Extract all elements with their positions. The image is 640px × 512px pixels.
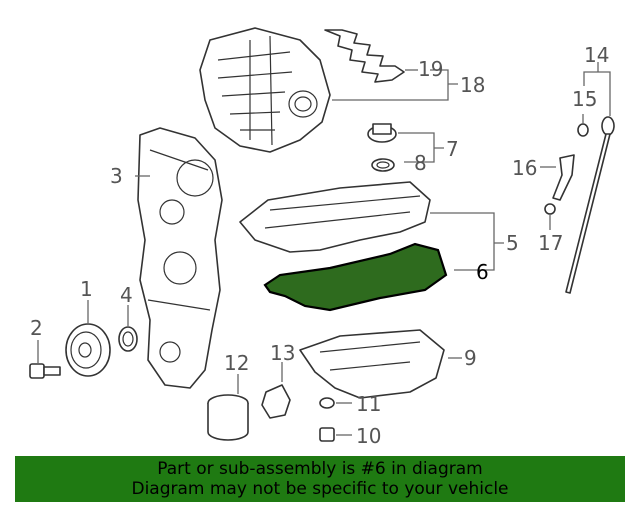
crankshaft-pulley[interactable]	[65, 323, 111, 377]
manifold-gasket[interactable]	[324, 29, 405, 83]
drain-plug-washer[interactable]	[319, 397, 335, 409]
label-2: 2	[30, 316, 43, 340]
valve-cover-gasket[interactable]	[263, 242, 448, 312]
timing-cover[interactable]	[137, 127, 223, 389]
label-17: 17	[538, 231, 563, 255]
label-8: 8	[414, 151, 427, 175]
label-13: 13	[270, 341, 295, 365]
label-19: 19	[418, 57, 443, 81]
filter-union[interactable]	[261, 384, 291, 419]
leader-lines	[37, 62, 611, 436]
valve-cover[interactable]	[239, 181, 431, 253]
oil-filler-cap[interactable]	[367, 123, 397, 143]
label-4: 4	[120, 283, 133, 307]
label-14: 14	[584, 43, 609, 67]
label-18: 18	[460, 73, 485, 97]
oil-dipstick[interactable]	[565, 116, 615, 294]
pulley-bolt[interactable]	[29, 363, 61, 379]
label-15: 15	[572, 87, 597, 111]
oil-pan[interactable]	[299, 329, 445, 399]
banner-line-2: Diagram may not be specific to your vehi…	[131, 479, 509, 499]
banner-line-1: Part or sub-assembly is #6 in diagram	[157, 459, 483, 479]
label-16: 16	[512, 156, 537, 180]
label-10: 10	[356, 424, 381, 448]
dipstick-guide[interactable]	[552, 154, 575, 201]
drain-plug[interactable]	[319, 427, 335, 442]
label-7: 7	[446, 137, 459, 161]
label-9: 9	[464, 346, 477, 370]
gasket-shape	[263, 242, 448, 312]
label-6: 6	[476, 260, 489, 284]
filler-cap-gasket[interactable]	[371, 158, 395, 172]
label-5: 5	[506, 231, 519, 255]
guide-o-ring[interactable]	[544, 203, 556, 215]
label-11: 11	[356, 392, 381, 416]
label-3: 3	[110, 164, 123, 188]
dipstick-o-ring[interactable]	[577, 123, 589, 137]
info-banner: Part or sub-assembly is #6 in diagram Di…	[15, 456, 625, 502]
oil-filter[interactable]	[207, 394, 249, 441]
intake-manifold[interactable]	[199, 27, 331, 153]
label-1: 1	[80, 277, 93, 301]
label-12: 12	[224, 351, 249, 375]
oil-seal[interactable]	[118, 326, 138, 352]
